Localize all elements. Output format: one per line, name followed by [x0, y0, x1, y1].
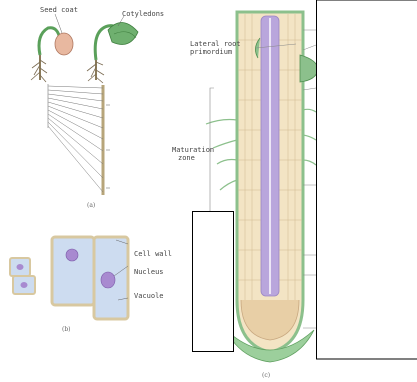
label-nucleus: Nucleus	[134, 268, 164, 276]
caption-c: (c)	[262, 372, 270, 379]
label-cotyledons: Cotyledons	[122, 10, 164, 18]
label-lateral-root-1: Lateral root	[190, 40, 241, 48]
right-blank-frame	[317, 0, 417, 359]
cell-panel	[10, 237, 128, 319]
label-vacuole: Vacuole	[134, 292, 164, 300]
seedling-panel	[31, 14, 138, 195]
caption-a: (a)	[87, 202, 95, 209]
label-seed-coat: Seed coat	[40, 6, 78, 14]
label-lateral-root-2: primordium	[190, 48, 232, 56]
caption-b: (b)	[62, 326, 71, 333]
label-maturation-1: Maturation	[172, 146, 214, 154]
occlusion-box	[192, 211, 234, 352]
label-cell-wall: Cell wall	[134, 250, 172, 258]
label-maturation-2: zone	[178, 154, 195, 162]
